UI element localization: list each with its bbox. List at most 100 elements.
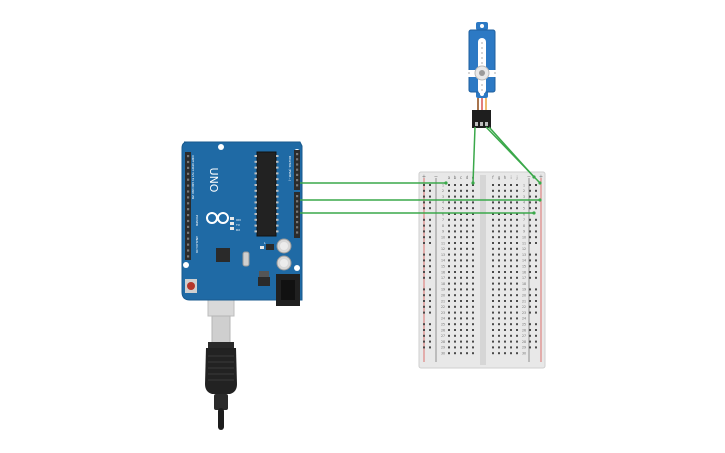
breadboard-hole[interactable]	[460, 276, 462, 279]
breadboard-hole[interactable]	[498, 184, 500, 186]
breadboard-hole[interactable]	[466, 247, 468, 250]
rail-hole[interactable]	[423, 300, 425, 302]
rail-hole[interactable]	[535, 311, 537, 314]
breadboard-hole[interactable]	[460, 224, 462, 227]
rail-hole[interactable]	[535, 207, 537, 210]
rail-hole[interactable]	[535, 271, 537, 273]
breadboard-hole[interactable]	[504, 329, 506, 331]
breadboard-hole[interactable]	[454, 294, 456, 297]
breadboard-hole[interactable]	[466, 271, 468, 273]
breadboard-hole[interactable]	[448, 323, 450, 326]
rail-hole[interactable]	[429, 201, 431, 204]
header-pin[interactable]	[187, 214, 190, 217]
breadboard-hole[interactable]	[516, 236, 518, 239]
breadboard-hole[interactable]	[472, 311, 474, 314]
breadboard-hole[interactable]	[454, 195, 456, 198]
breadboard-hole[interactable]	[466, 184, 468, 186]
breadboard-hole[interactable]	[460, 334, 462, 337]
breadboard-hole[interactable]	[472, 329, 474, 331]
breadboard-hole[interactable]	[510, 242, 512, 244]
breadboard-hole[interactable]	[504, 265, 506, 268]
breadboard-hole[interactable]	[454, 323, 456, 326]
breadboard-hole[interactable]	[454, 271, 456, 273]
rail-hole[interactable]	[529, 305, 531, 308]
wire-servo-signal[interactable]	[472, 126, 476, 184]
rail-hole[interactable]	[429, 340, 431, 343]
rail-hole[interactable]	[529, 334, 531, 337]
header-pin[interactable]	[296, 153, 299, 156]
rail-hole[interactable]	[535, 201, 537, 204]
breadboard-hole[interactable]	[472, 346, 474, 349]
rail-hole[interactable]	[535, 224, 537, 227]
breadboard-hole[interactable]	[466, 282, 468, 285]
rail-hole[interactable]	[423, 218, 425, 221]
breadboard-hole[interactable]	[454, 276, 456, 279]
rail-hole[interactable]	[423, 311, 425, 314]
breadboard-hole[interactable]	[498, 300, 500, 302]
servo-motor[interactable]	[465, 22, 499, 128]
rail-hole[interactable]	[429, 224, 431, 227]
breadboard-hole[interactable]	[460, 294, 462, 297]
breadboard-hole[interactable]	[460, 323, 462, 326]
breadboard-hole[interactable]	[492, 242, 494, 244]
rail-hole[interactable]	[535, 300, 537, 302]
rail-hole[interactable]	[535, 265, 537, 268]
breadboard-hole[interactable]	[472, 213, 474, 215]
breadboard-hole[interactable]	[492, 346, 494, 349]
breadboard-hole[interactable]	[510, 305, 512, 308]
breadboard-hole[interactable]	[516, 317, 518, 320]
header-pin[interactable]	[296, 226, 299, 229]
breadboard-hole[interactable]	[454, 213, 456, 215]
rail-hole[interactable]	[429, 253, 431, 256]
breadboard-hole[interactable]	[504, 288, 506, 291]
breadboard-hole[interactable]	[504, 247, 506, 250]
rail-hole[interactable]	[429, 265, 431, 268]
breadboard-hole[interactable]	[516, 224, 518, 227]
breadboard-hole[interactable]	[504, 207, 506, 210]
breadboard-hole[interactable]	[516, 253, 518, 256]
header-pin[interactable]	[296, 163, 299, 166]
rail-hole[interactable]	[529, 294, 531, 297]
breadboard-hole[interactable]	[460, 317, 462, 320]
breadboard-hole[interactable]	[504, 311, 506, 314]
breadboard-hole[interactable]	[498, 294, 500, 297]
rail-hole[interactable]	[429, 311, 431, 314]
breadboard-hole[interactable]	[504, 253, 506, 256]
rail-hole[interactable]	[529, 218, 531, 221]
breadboard-hole[interactable]	[454, 259, 456, 262]
breadboard-hole[interactable]	[510, 329, 512, 331]
breadboard-hole[interactable]	[460, 207, 462, 210]
breadboard-hole[interactable]	[498, 276, 500, 279]
header-pin[interactable]	[296, 158, 299, 161]
breadboard-hole[interactable]	[498, 317, 500, 320]
breadboard-hole[interactable]	[472, 288, 474, 291]
breadboard-hole[interactable]	[454, 253, 456, 256]
rail-hole[interactable]	[535, 189, 537, 192]
rail-hole[interactable]	[423, 276, 425, 279]
breadboard-hole[interactable]	[448, 276, 450, 279]
breadboard-hole[interactable]	[466, 265, 468, 268]
breadboard-hole[interactable]	[498, 213, 500, 215]
breadboard-hole[interactable]	[510, 195, 512, 198]
breadboard-holes[interactable]	[423, 184, 537, 355]
breadboard-hole[interactable]	[466, 201, 468, 204]
breadboard-hole[interactable]	[516, 323, 518, 326]
breadboard-hole[interactable]	[466, 207, 468, 210]
rail-hole[interactable]	[423, 288, 425, 291]
breadboard-hole[interactable]	[472, 294, 474, 297]
breadboard-hole[interactable]	[504, 259, 506, 262]
rail-hole[interactable]	[423, 271, 425, 273]
rail-hole[interactable]	[429, 184, 431, 186]
breadboard-hole[interactable]	[516, 259, 518, 262]
breadboard-hole[interactable]	[454, 352, 456, 355]
breadboard-hole[interactable]	[498, 265, 500, 268]
breadboard-hole[interactable]	[472, 195, 474, 198]
rail-hole[interactable]	[423, 305, 425, 308]
rail-hole[interactable]	[423, 294, 425, 297]
breadboard-hole[interactable]	[448, 236, 450, 239]
breadboard-hole[interactable]	[510, 253, 512, 256]
rail-hole[interactable]	[429, 334, 431, 337]
breadboard-hole[interactable]	[498, 259, 500, 262]
breadboard-hole[interactable]	[466, 189, 468, 192]
breadboard-hole[interactable]	[504, 294, 506, 297]
